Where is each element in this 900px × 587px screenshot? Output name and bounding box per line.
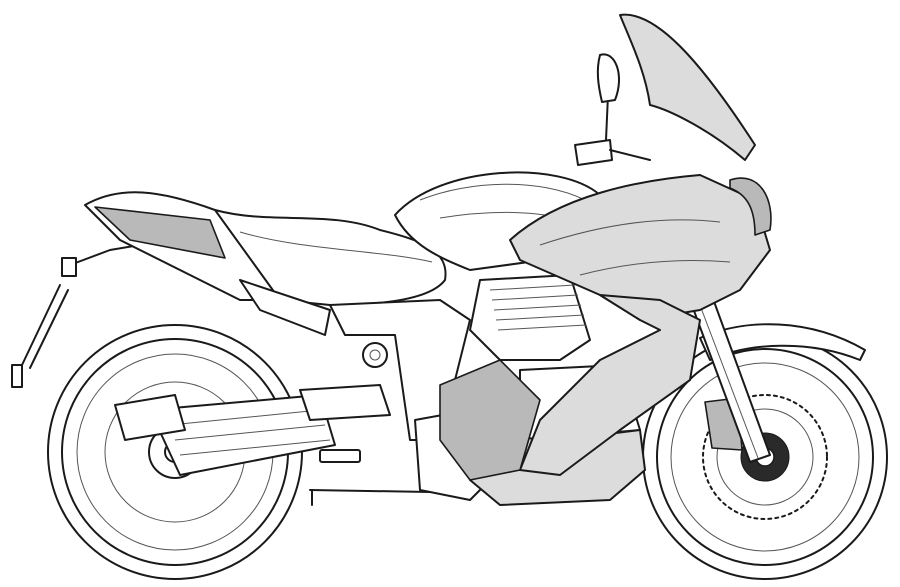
turn-signal-rear xyxy=(61,257,77,277)
rear-caliper xyxy=(114,394,186,441)
tail-tidy xyxy=(69,244,141,266)
tank-line xyxy=(419,183,586,201)
fin-4 xyxy=(495,314,585,321)
footpeg xyxy=(319,449,361,463)
fork-line xyxy=(697,299,759,459)
mirror-stem xyxy=(605,94,609,141)
side-panel xyxy=(239,279,331,336)
footpeg-bracket xyxy=(299,384,391,421)
swingarm-line-2 xyxy=(174,424,326,441)
swingarm-line-3 xyxy=(179,439,331,456)
frame-bolt-inner xyxy=(369,349,381,361)
fairing-lower-panel xyxy=(439,359,541,481)
front-mudguard xyxy=(699,323,866,361)
frame-bolt xyxy=(362,342,388,368)
handlebar xyxy=(609,149,651,161)
rear-subframe xyxy=(11,244,141,388)
fairing-crease-2 xyxy=(579,260,731,276)
brake-disc-inner xyxy=(716,408,814,506)
swingarm-body xyxy=(149,394,336,476)
reflector xyxy=(11,364,23,388)
front-tire-inner xyxy=(656,348,874,566)
fin-1 xyxy=(489,284,576,291)
windscreen xyxy=(619,13,756,161)
fairing-upper xyxy=(509,174,771,321)
cockpit xyxy=(574,53,651,166)
fin-3 xyxy=(493,304,582,311)
seat-seam xyxy=(239,231,433,263)
handlebar-grip xyxy=(574,139,613,166)
plate-bracket-2 xyxy=(29,289,69,369)
fairing-side xyxy=(519,294,701,476)
mirror-icon xyxy=(596,53,620,103)
fairing-crease xyxy=(539,219,721,246)
brake-disc xyxy=(702,394,828,520)
lower-parts xyxy=(309,449,431,506)
swingarm xyxy=(114,394,336,476)
fin-5 xyxy=(497,324,587,331)
headlight xyxy=(729,177,772,236)
tail-section xyxy=(84,191,447,336)
plate-bracket xyxy=(21,284,61,366)
swingarm-line-1 xyxy=(169,409,321,426)
fairing xyxy=(439,174,772,481)
fin-2 xyxy=(491,294,579,301)
tail-light xyxy=(94,206,226,259)
side-stand xyxy=(309,489,431,493)
front-rim xyxy=(670,362,860,552)
